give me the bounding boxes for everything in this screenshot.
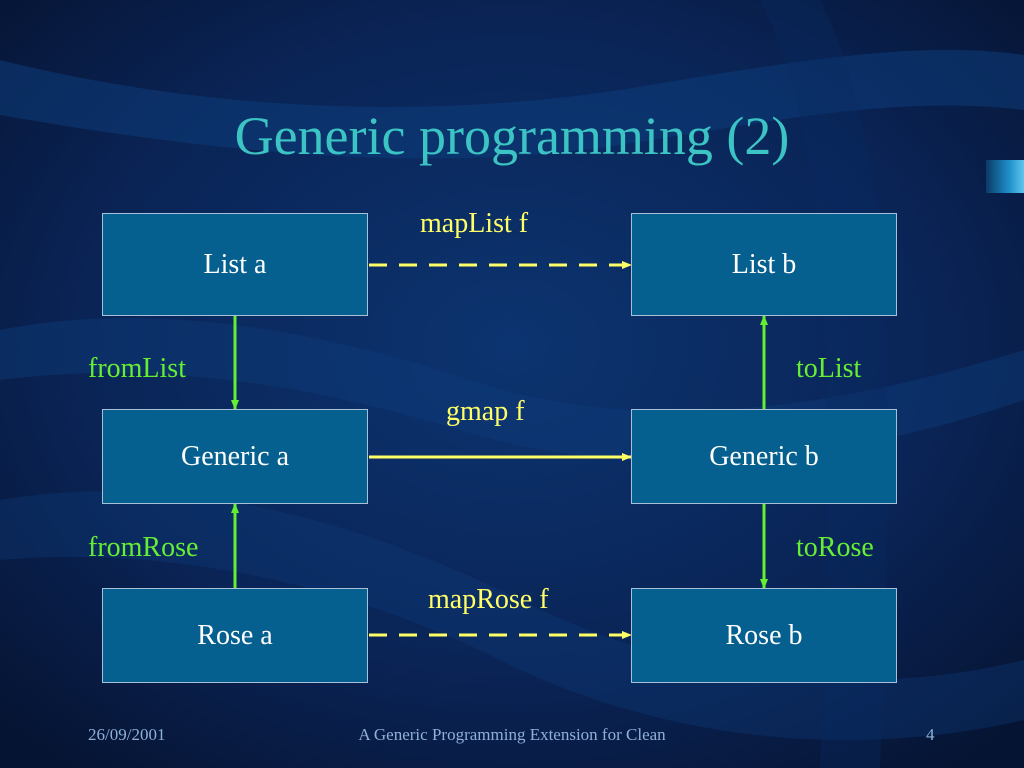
label-maprose: mapRose f <box>428 584 549 615</box>
label-maplist: mapList f <box>420 208 529 239</box>
box-rose-b: Rose b <box>631 588 897 683</box>
label-fromrose: fromRose <box>88 532 199 563</box>
label-tolist: toList <box>796 353 862 384</box>
label-torose: toRose <box>796 532 874 563</box>
label-fromlist: fromList <box>88 353 186 384</box>
slide-title: Generic programming (2) <box>234 106 790 166</box>
box-list-a: List a <box>102 213 368 316</box>
label-gmap: gmap f <box>446 396 525 427</box>
box-rose-a: Rose a <box>102 588 368 683</box>
box-generic-a: Generic a <box>102 409 368 504</box>
box-list-b: List b <box>631 213 897 316</box>
footer-page-number: 4 <box>926 725 935 744</box>
footer-title: A Generic Programming Extension for Clea… <box>358 725 666 744</box>
box-generic-b: Generic b <box>631 409 897 504</box>
side-tab-decoration <box>986 160 1024 193</box>
footer-date: 26/09/2001 <box>88 725 166 744</box>
